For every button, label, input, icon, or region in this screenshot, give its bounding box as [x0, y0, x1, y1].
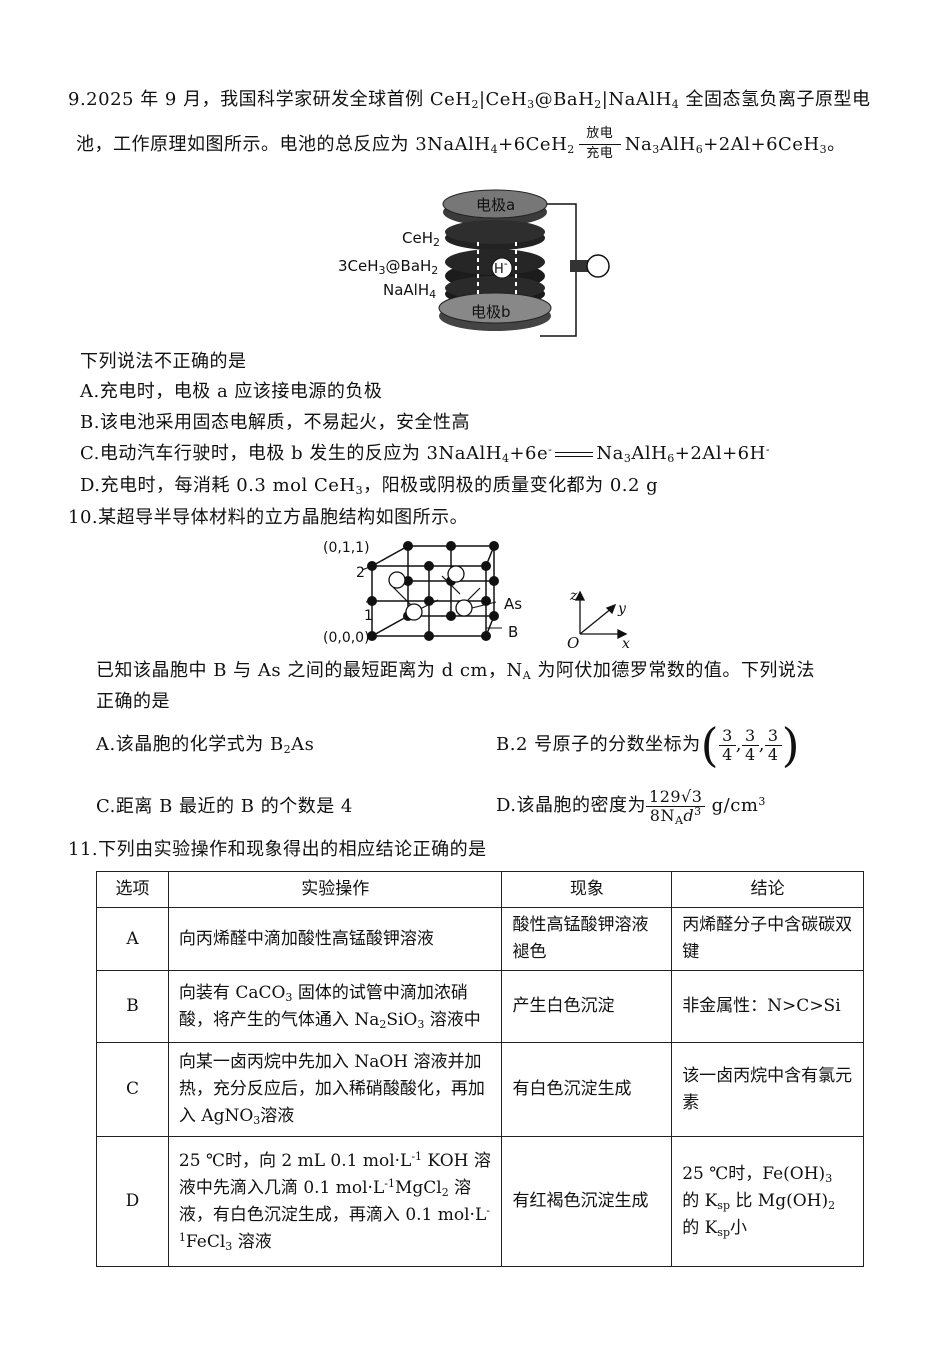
crystal-figure [361, 541, 628, 641]
axis-icon [574, 590, 628, 640]
ceh3-bah2-label: 3CeH3@BaH2 [338, 257, 439, 277]
bulb-icon [570, 254, 610, 278]
table-row: C 向某一卤丙烷中先加入 NaOH 溶液并加热，充分反应后，加入稀硝酸酸化，再加… [96, 1042, 864, 1137]
table-row: D 25 ℃时，向 2 mL 0.1 mol·L-1 KOH 溶液中先滴入几滴 … [96, 1136, 864, 1267]
table-row: B 向装有 CaCO3 固体的试管中滴加浓硝酸，将产生的气体通入 Na2SiO3… [96, 970, 864, 1043]
q10-stem: 已知该晶胞中 B 与 As 之间的最短距离为 d cm，NA 为阿伏加德罗常数的… [96, 660, 815, 682]
coord-011: (0,1,1) [323, 540, 370, 556]
naalh4-label: NaAlH4 [383, 281, 437, 301]
electrode-b [438, 292, 552, 331]
electrode-b-label: 电极b [471, 303, 511, 321]
experiment-table: 选项 实验操作 现象 结论 A 向丙烯醛中滴加酸性高锰酸钾溶液 酸性高锰酸钾溶液… [96, 871, 864, 1267]
header-option: 选项 [96, 871, 169, 908]
q10-title: 10.某超导半导体材料的立方晶胞结构如图所示。 [68, 507, 469, 528]
header-operation: 实验操作 [167, 871, 503, 908]
q9-option-a: A.充电时，电极 a 应该接电源的负极 [80, 381, 383, 402]
q9-option-c: C.电动汽车行驶时，电极 b 发生的反应为 3NaAlH4+6e-Na3AlH6… [80, 443, 771, 465]
header-conclusion: 结论 [671, 871, 864, 908]
b-atoms [367, 541, 499, 641]
x-axis-label: x [622, 636, 630, 652]
q9-option-d: D.充电时，每消耗 0.3 mol CeH3，阳极或阴极的质量变化都为 0.2 … [80, 475, 659, 497]
atom-2-label: 2 [356, 565, 365, 581]
battery-figure [438, 189, 610, 337]
origin-label: O [567, 634, 580, 652]
b-label: B [508, 623, 519, 641]
header-phenomenon: 现象 [501, 871, 673, 908]
electrode-a [442, 189, 548, 226]
q9-option-b: B.该电池采用固态电解质，不易起火，安全性高 [80, 412, 470, 433]
electrode-a-label: 电极a [476, 196, 516, 214]
reaction-arrow: 放电充电 [577, 127, 623, 161]
q9-line1: 9.2025 年 9 月，我国科学家研发全球首例 CeH2|CeH3@BaH2|… [68, 89, 871, 111]
q10-stem2: 正确的是 [96, 691, 170, 712]
q10-option-a: A.该晶胞的化学式为 B2As [96, 734, 315, 756]
q9-stem: 下列说法不正确的是 [80, 351, 247, 372]
ceh2-label: CeH2 [402, 229, 440, 249]
q11-title: 11.下列由实验操作和现象得出的相应结论正确的是 [68, 839, 487, 860]
coord-000: (0,0,0) [323, 630, 370, 646]
as-label: As [504, 595, 523, 613]
y-axis-label: y [618, 601, 626, 617]
h-ion-icon [491, 257, 513, 279]
table-header-row: 选项 实验操作 现象 结论 [96, 871, 864, 908]
h-ion-label: H- [494, 257, 508, 277]
z-axis-label: z [570, 588, 578, 604]
q10-option-c: C.距离 B 最近的 B 的个数是 4 [96, 796, 353, 817]
atom-1-label: 1 [364, 608, 373, 624]
as-atoms [388, 565, 473, 621]
table-row: A 向丙烯醛中滴加酸性高锰酸钾溶液 酸性高锰酸钾溶液褪色 丙烯醛分子中含碳碳双键 [96, 907, 864, 971]
